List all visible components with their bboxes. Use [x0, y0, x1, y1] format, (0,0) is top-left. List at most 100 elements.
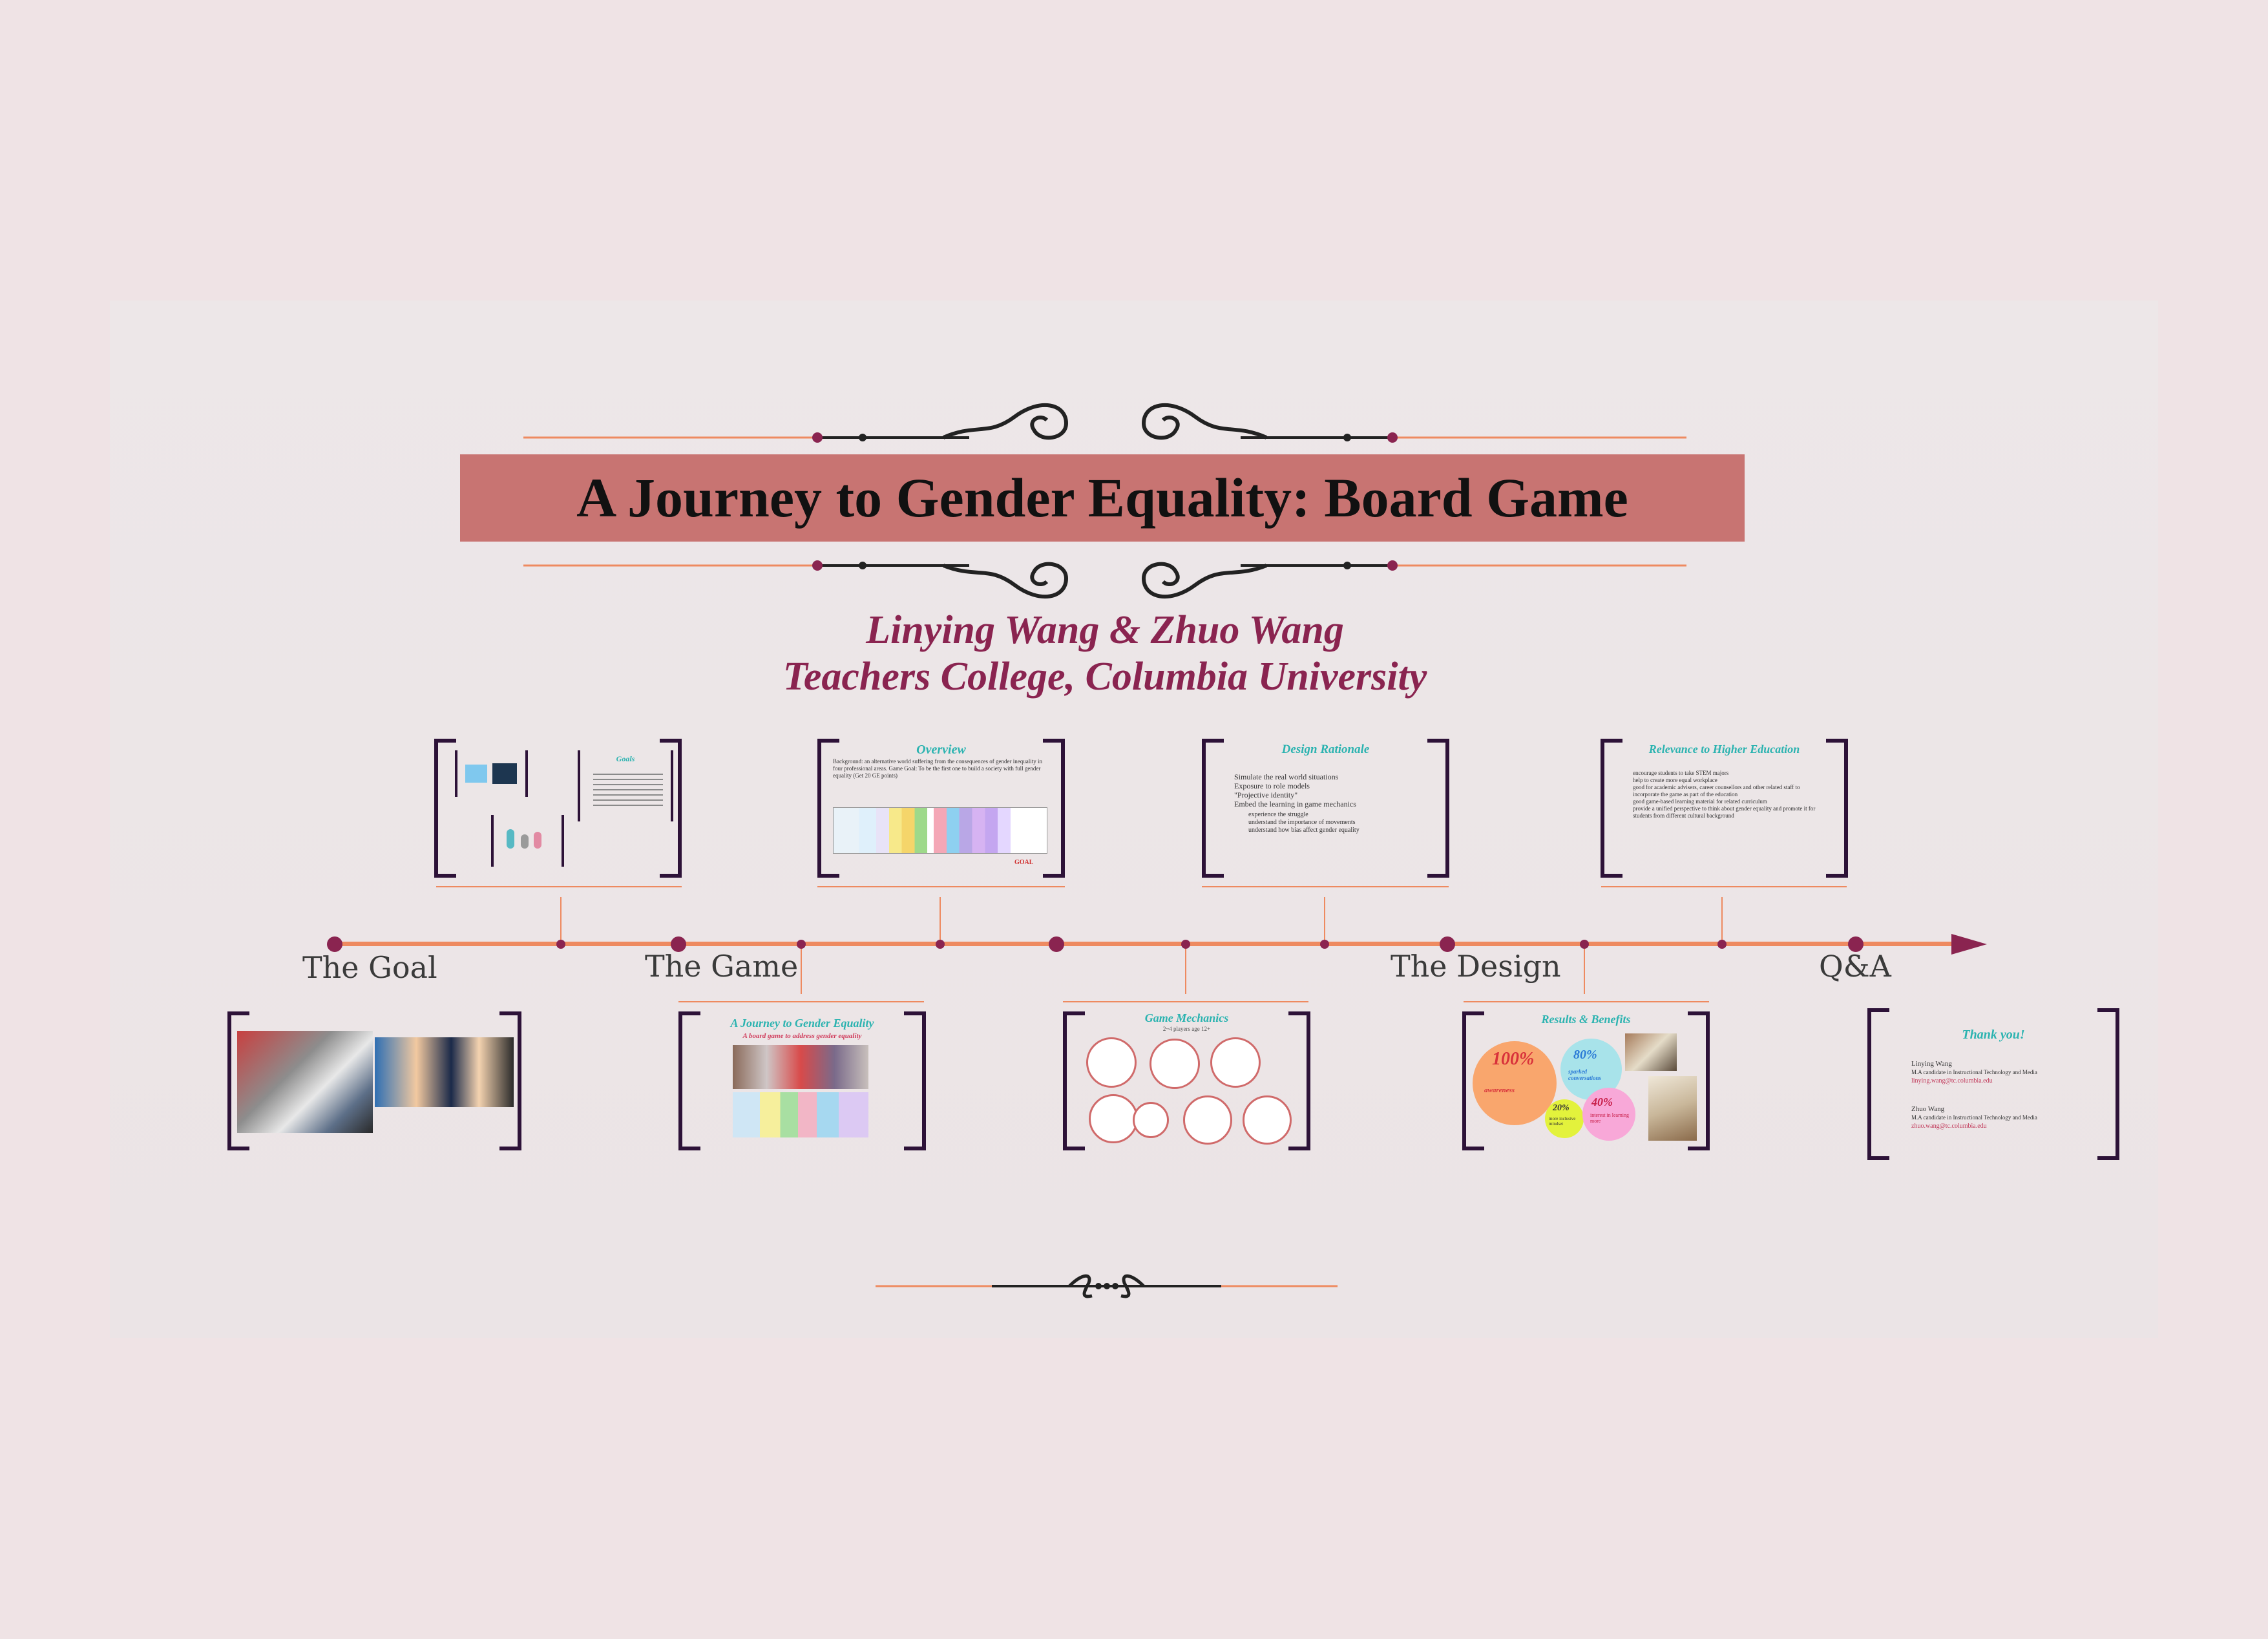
left-bracket: [227, 1011, 249, 1150]
overview-text: Background: an alternative world sufferi…: [833, 758, 1042, 779]
rationale-subitem: understand the importance of movements: [1248, 819, 1356, 826]
design-rationale-list: Simulate the real world situations Expos…: [1234, 772, 1360, 834]
mechanic-circle[interactable]: [1086, 1037, 1137, 1088]
right-bracket: [499, 1011, 521, 1150]
game-intro-subtitle: A board game to address gender equality: [742, 1032, 862, 1040]
mini-slide-figures: [521, 834, 529, 849]
mini-slide-1[interactable]: [455, 750, 528, 797]
left-bracket: [1063, 1011, 1085, 1150]
stat-bubble-awareness: [1473, 1041, 1557, 1125]
bottom-flourish-ornament: [523, 560, 1686, 599]
right-bracket: [1288, 1011, 1310, 1150]
mini-slide-figures: [534, 832, 541, 849]
mini-slide-goals[interactable]: Goals: [578, 750, 673, 821]
goals-title: Goals: [616, 754, 635, 763]
right-bracket: [2097, 1008, 2119, 1160]
title-banner: [460, 454, 1745, 542]
mechanics-title: Game Mechanics: [1144, 1011, 1229, 1024]
higher-ed-title: Relevance to Higher Education: [1648, 743, 1800, 756]
photo-popart-couple: [375, 1037, 514, 1107]
contact-role: M.A candidate in Instructional Technolog…: [1911, 1069, 2037, 1075]
contact-name: Linying Wang: [1911, 1060, 1952, 1068]
stage-label-game[interactable]: The Game: [645, 949, 799, 984]
stat-bubble-interest: [1582, 1088, 1635, 1141]
right-bracket: [1826, 739, 1848, 878]
stat-value: 20%: [1553, 1103, 1570, 1113]
stage-label-design[interactable]: The Design: [1391, 949, 1561, 984]
rationale-item: Exposure to role models: [1234, 781, 1310, 790]
results-photo-1: [1625, 1033, 1677, 1071]
right-bracket: [1688, 1011, 1710, 1150]
stat-value: 100%: [1492, 1049, 1535, 1069]
mechanic-circle[interactable]: [1210, 1037, 1261, 1088]
stat-label: sparked conversations: [1568, 1068, 1602, 1081]
thanks-title: Thank you!: [1962, 1028, 2025, 1042]
right-bracket: [1427, 739, 1449, 878]
results-title: Results & Benefits: [1541, 1013, 1631, 1026]
contact-role: M.A candidate in Instructional Technolog…: [1911, 1114, 2037, 1121]
photo-atm-figures: [237, 1031, 373, 1133]
left-bracket: [1867, 1008, 1889, 1160]
goal-label: GOAL: [1014, 859, 1034, 866]
mini-slide-image: [465, 765, 487, 783]
mechanic-circle[interactable]: [1183, 1095, 1232, 1145]
game-board-image: [733, 1092, 868, 1137]
contact-name: Zhuo Wang: [1911, 1105, 1945, 1113]
rationale-item: Simulate the real world situations: [1234, 772, 1339, 781]
higher-ed-item: good for academic advisers, career couns…: [1633, 784, 1800, 798]
mini-slide-3[interactable]: [491, 815, 564, 867]
affiliation-line: Teachers College, Columbia University: [782, 655, 1427, 699]
left-bracket: [1202, 739, 1224, 878]
slide-frame-goals[interactable]: Goals: [434, 739, 682, 878]
contact-email[interactable]: linying.wang@tc.columbia.edu: [1911, 1077, 1993, 1084]
slide-frame-thank-you[interactable]: Thank you! Linying Wang M.A candidate in…: [1867, 1008, 2119, 1160]
mini-slide-image: [492, 763, 517, 784]
left-bracket: [1462, 1011, 1484, 1150]
mechanic-circle[interactable]: [1089, 1094, 1138, 1143]
contact-2: Zhuo Wang M.A candidate in Instructional…: [1911, 1105, 2037, 1130]
stage-label-qa[interactable]: Q&A: [1819, 949, 1891, 984]
slide-frame-higher-education[interactable]: Relevance to Higher Education encourage …: [1601, 739, 1848, 878]
mechanic-circle[interactable]: [1243, 1095, 1292, 1145]
slide-frame-results[interactable]: Results & Benefits 100% awareness 80% sp…: [1462, 1011, 1710, 1150]
top-flourish-ornament: [523, 403, 1686, 443]
slide-frame-overview[interactable]: Overview Background: an alternative worl…: [817, 739, 1065, 878]
results-photo-2: [1648, 1076, 1697, 1141]
slide-frame-goal-images[interactable]: [227, 1011, 521, 1150]
contact-1: Linying Wang M.A candidate in Instructio…: [1911, 1060, 2037, 1085]
left-bracket: [817, 739, 839, 878]
stat-label: awareness: [1484, 1086, 1515, 1094]
stat-label: more inclusive mindset: [1549, 1116, 1576, 1126]
rationale-item: "Projective identity": [1234, 790, 1298, 799]
stat-value: 80%: [1573, 1048, 1597, 1062]
game-photo: [733, 1045, 868, 1089]
mini-slide-figures: [507, 829, 514, 849]
left-bracket: [434, 739, 456, 878]
rationale-subitem: understand how bias affect gender equali…: [1248, 827, 1360, 834]
mechanics-subtitle: 2~4 players age 12+: [1162, 1026, 1211, 1032]
mechanic-circle[interactable]: [1150, 1039, 1200, 1089]
goals-text-lines: [593, 774, 663, 806]
left-bracket: [1601, 739, 1622, 878]
stage-label-goal[interactable]: The Goal: [302, 950, 437, 985]
slide-frame-game-intro[interactable]: A Journey to Gender Equality A board gam…: [678, 1011, 926, 1150]
mechanic-circle[interactable]: [1133, 1102, 1169, 1138]
stat-value: 40%: [1591, 1095, 1613, 1108]
board-strip: [833, 807, 1047, 854]
game-intro-title: A Journey to Gender Equality: [730, 1017, 874, 1030]
authors-line: Linying Wang & Zhuo Wang: [866, 608, 1344, 652]
higher-ed-item: good game-based learning material for re…: [1633, 798, 1767, 805]
stat-bubble-inclusive: [1545, 1099, 1584, 1138]
bottom-divider-ornament: [876, 1274, 1338, 1298]
rationale-subitem: experience the struggle: [1248, 811, 1308, 818]
right-bracket: [1043, 739, 1065, 878]
slide-frame-design-rationale[interactable]: Design Rationale Simulate the real world…: [1202, 739, 1449, 878]
higher-ed-item: provide a unified perspective to think a…: [1633, 805, 1816, 819]
design-rationale-title: Design Rationale: [1281, 743, 1370, 756]
stat-label: interest in learning more: [1590, 1112, 1629, 1124]
right-bracket: [660, 739, 682, 878]
contact-email[interactable]: zhuo.wang@tc.columbia.edu: [1911, 1123, 1987, 1130]
slide-frame-game-mechanics[interactable]: Game Mechanics 2~4 players age 12+: [1063, 1011, 1310, 1150]
higher-ed-item: encourage students to take STEM majors: [1633, 770, 1729, 776]
